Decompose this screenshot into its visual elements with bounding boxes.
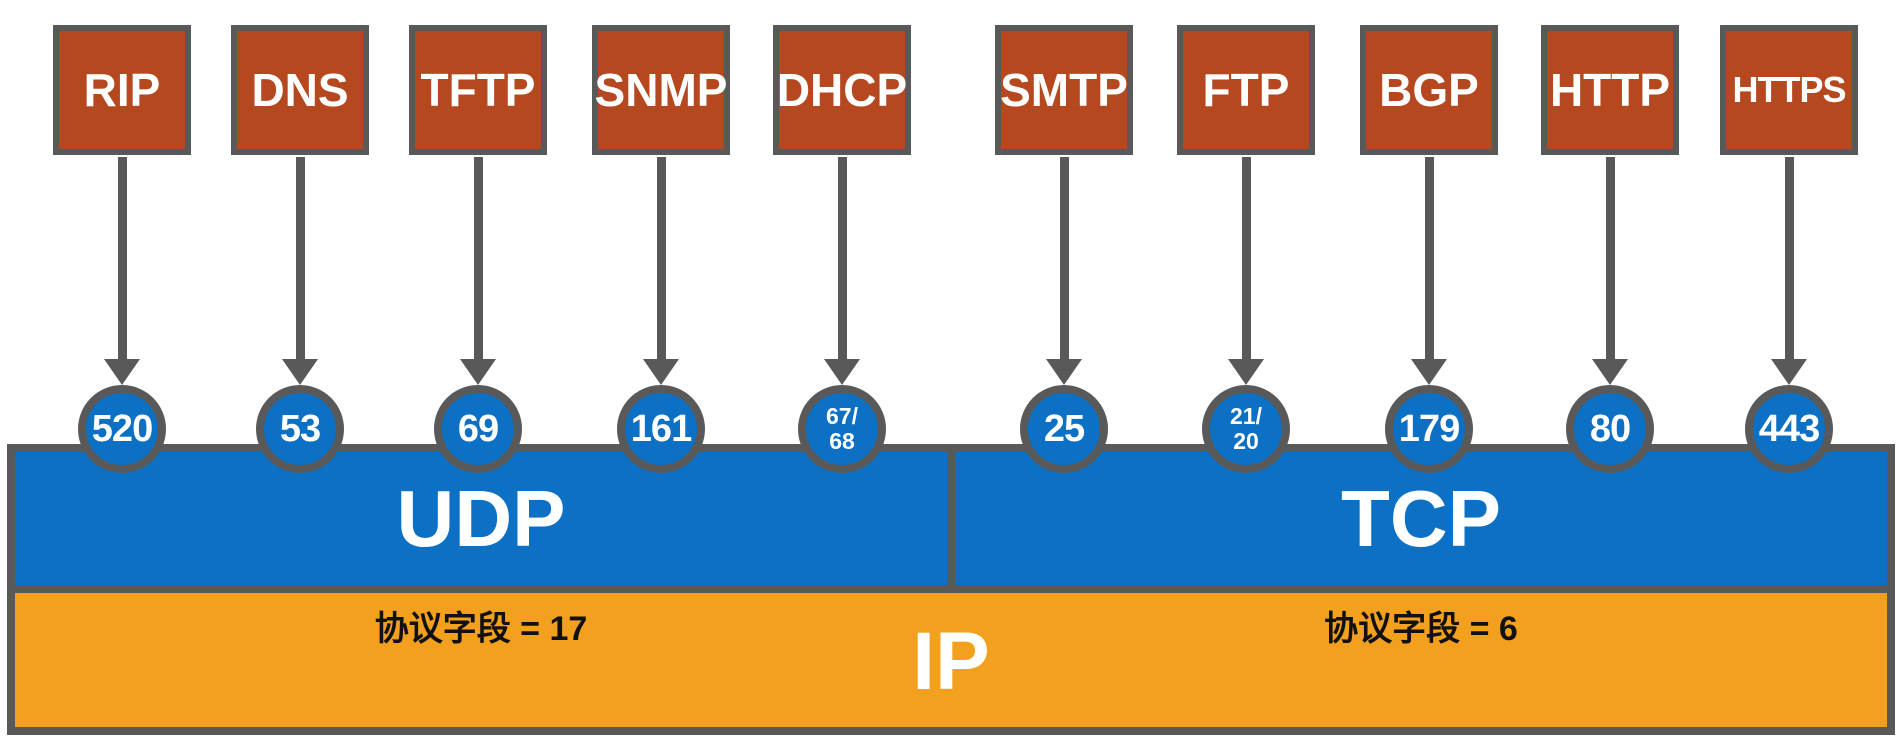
udp-protocol-field-note: 协议字段 = 17 [374, 610, 588, 648]
protocol-box-bgp: BGP [1360, 25, 1498, 155]
down-arrow-stem-https [1785, 157, 1794, 360]
port-circle-dns: 53 [256, 385, 344, 473]
down-arrow-head-tftp [460, 359, 496, 385]
port-number: 20 [1233, 428, 1259, 454]
transport-ip-divider [15, 585, 1887, 593]
protocol-box-dns: DNS [231, 25, 369, 155]
ip-label: IP [912, 616, 990, 707]
down-arrow-stem-tftp [474, 157, 483, 360]
down-arrow-stem-http [1606, 157, 1615, 360]
tcp-section: TCP [955, 452, 1887, 585]
down-arrow-stem-ftp [1242, 157, 1251, 360]
protocol-box-ftp: FTP [1177, 25, 1315, 155]
protocol-box-snmp: SNMP [592, 25, 730, 155]
ip-section: 协议字段 = 17 协议字段 = 6 IP [15, 593, 1887, 727]
port-number: 67/ [826, 403, 858, 429]
port-circle-tftp: 69 [434, 385, 522, 473]
port-number: 69 [457, 408, 499, 450]
port-number: 520 [91, 408, 153, 450]
port-circle-smtp: 25 [1020, 385, 1108, 473]
down-arrow-stem-smtp [1060, 157, 1069, 360]
down-arrow-head-smtp [1046, 359, 1082, 385]
down-arrow-stem-bgp [1425, 157, 1434, 360]
port-number: 80 [1589, 408, 1631, 450]
down-arrow-head-dns [282, 359, 318, 385]
port-number: 21/ [1230, 403, 1262, 429]
down-arrow-head-bgp [1411, 359, 1447, 385]
port-circle-dhcp: 67/68 [798, 385, 886, 473]
udp-label: UDP [396, 473, 566, 563]
transport-network-bars: UDP TCP 协议字段 = 17 协议字段 = 6 IP [7, 444, 1895, 735]
down-arrow-head-ftp [1228, 359, 1264, 385]
down-arrow-head-snmp [643, 359, 679, 385]
down-arrow-stem-dns [296, 157, 305, 360]
protocol-box-dhcp: DHCP [773, 25, 911, 155]
down-arrow-head-dhcp [824, 359, 860, 385]
tcp-protocol-field-note: 协议字段 = 6 [1324, 610, 1518, 648]
transport-row: UDP TCP [15, 452, 1887, 585]
udp-section: UDP [15, 452, 947, 585]
port-circle-bgp: 179 [1385, 385, 1473, 473]
down-arrow-head-http [1592, 359, 1628, 385]
port-number: 25 [1043, 408, 1085, 450]
down-arrow-stem-snmp [657, 157, 666, 360]
down-arrow-head-https [1771, 359, 1807, 385]
down-arrow-head-rip [104, 359, 140, 385]
protocol-box-http: HTTP [1541, 25, 1679, 155]
protocol-box-https: HTTPS [1720, 25, 1858, 155]
port-number: 443 [1758, 408, 1820, 450]
port-circle-https: 443 [1745, 385, 1833, 473]
port-circle-http: 80 [1566, 385, 1654, 473]
port-number: 68 [829, 428, 855, 454]
port-circle-rip: 520 [78, 385, 166, 473]
port-number: 179 [1398, 408, 1460, 450]
port-number: 161 [630, 408, 692, 450]
down-arrow-stem-rip [118, 157, 127, 360]
tcp-label: TCP [1341, 473, 1501, 563]
port-number: 53 [279, 408, 321, 450]
down-arrow-stem-dhcp [838, 157, 847, 360]
protocol-box-rip: RIP [53, 25, 191, 155]
protocol-box-tftp: TFTP [409, 25, 547, 155]
port-circle-ftp: 21/20 [1202, 385, 1290, 473]
port-circle-snmp: 161 [617, 385, 705, 473]
protocol-box-smtp: SMTP [995, 25, 1133, 155]
udp-tcp-divider [947, 452, 955, 585]
